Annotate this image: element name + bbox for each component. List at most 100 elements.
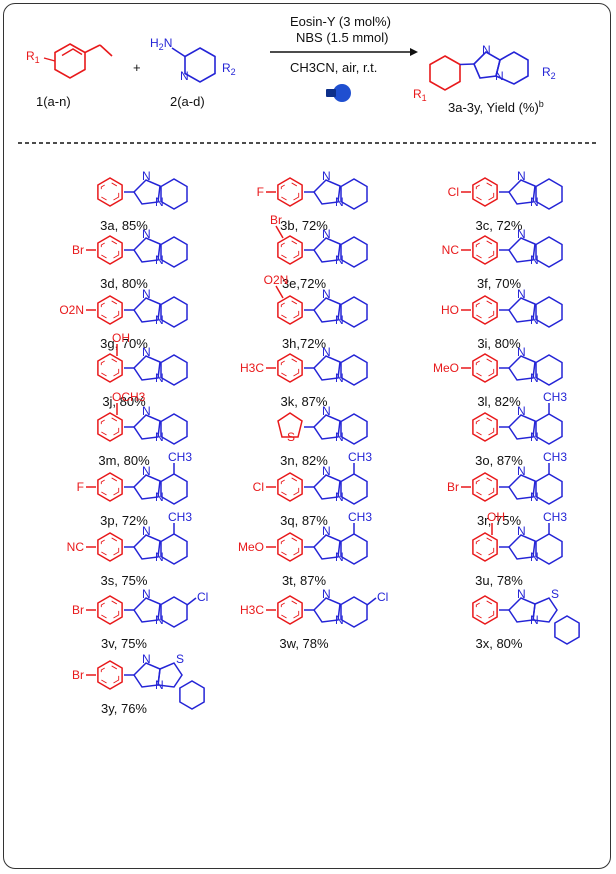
compound-label: 3i, 80% [477,336,521,351]
aryl-ring [97,235,123,265]
ring-n1: N [517,587,526,601]
ring-n1: N [142,464,151,478]
compound-label: 3w, 78% [279,636,329,651]
ring-n1: N [142,652,151,666]
aryl-ring [277,472,303,502]
thiazole-s: S [551,587,559,601]
aryl-ring [97,595,123,625]
aryl-substituent: H3C [240,361,264,375]
compound-label: 3n, 82% [280,453,328,468]
aryl-aromatic [280,299,300,321]
blue-led-icon [326,84,351,102]
aryl-aromatic [280,239,300,261]
compound-label: 3v, 75% [101,636,147,651]
pyridine-ring [340,596,368,628]
pyridine-substituent: CH3 [543,510,567,524]
pyridine-substituent: CH3 [348,510,372,524]
aryl-ring [277,177,303,207]
pyridine-ring [160,473,188,505]
ring-n1: N [322,587,331,601]
ring-n1: N [322,287,331,301]
imidazole-ring [508,297,536,323]
ring-n2: N [335,550,344,564]
imidazole-ring [133,474,161,500]
ring-n1: N [142,227,151,241]
product-r2: R2 [542,65,556,81]
pyridine-ring [340,413,368,445]
ring-n2: N [530,313,539,327]
reactant-1-label: 1(a-n) [36,94,71,109]
ring-n2: N [155,313,164,327]
aryl-ring [472,412,498,442]
ring-n2: N [530,195,539,209]
ring-n2: N [335,253,344,267]
compound-label: 3l, 82% [477,394,521,409]
aryl-substituent: OCH3 [112,390,146,404]
ring-n1: N [322,524,331,538]
ring-n1: N [142,169,151,183]
compound-label: 3f, 70% [477,276,522,291]
imidazole-ring [508,355,536,381]
ring-n1: N [517,227,526,241]
ring-n1: N [322,169,331,183]
pyridine-ring [535,413,563,445]
aryl-ring [97,660,123,690]
ring-n2: N [155,430,164,444]
compound-label: 3e,72% [282,276,327,291]
pyridine-ring [160,354,188,386]
aryl-substituent: Br [72,603,84,617]
figure-frame [3,3,611,869]
compound-label: 3t, 87% [282,573,327,588]
condition-3: CH3CN, air, r.t. [290,60,377,75]
ring-n1: N [142,587,151,601]
aryl-aromatic [100,181,120,203]
aryl-ring [277,235,303,265]
pyridine-ring [340,178,368,210]
aryl-substituent: O2N [264,273,289,287]
aryl-ring [472,353,498,383]
amine-label: H2N [150,36,172,52]
ring-n1: N [517,287,526,301]
aryl-substituent: H3C [240,603,264,617]
compound-label: 3y, 76% [101,701,147,716]
aryl-substituent: Br [72,668,84,682]
compound-label: 3a, 85% [100,218,148,233]
aryl-aromatic [475,181,495,203]
reactant-2-label: 2(a-d) [170,94,205,109]
ring-n2: N [530,371,539,385]
aryl-ring [472,235,498,265]
imidazole-ring [508,237,536,263]
aryl-aromatic [475,599,495,621]
ring-n2: N [335,313,344,327]
imidazole-ring [313,355,341,381]
benzo-ring [179,680,205,710]
aryl-ring [472,177,498,207]
ring-n1: N [322,345,331,359]
compound-label: 3h,72% [282,336,327,351]
aryl-aromatic [475,239,495,261]
imidazole-ring [313,414,341,440]
aryl-ring [97,472,123,502]
ring-n2: N [530,253,539,267]
r1-label: R1 [26,49,40,65]
ring-n2: N [155,371,164,385]
condition-1: Eosin-Y (3 mol%) [290,14,391,29]
aryl-aromatic [100,357,120,379]
ring-n1: N [517,404,526,418]
aryl-aromatic [280,181,300,203]
aryl-ring [277,353,303,383]
aryl-aromatic [280,536,300,558]
pyridine-ring [340,473,368,505]
aryl-substituent: NC [67,540,85,554]
thiophene-s: S [287,430,295,444]
aryl-aromatic [100,299,120,321]
pyridine-ring [535,296,563,328]
